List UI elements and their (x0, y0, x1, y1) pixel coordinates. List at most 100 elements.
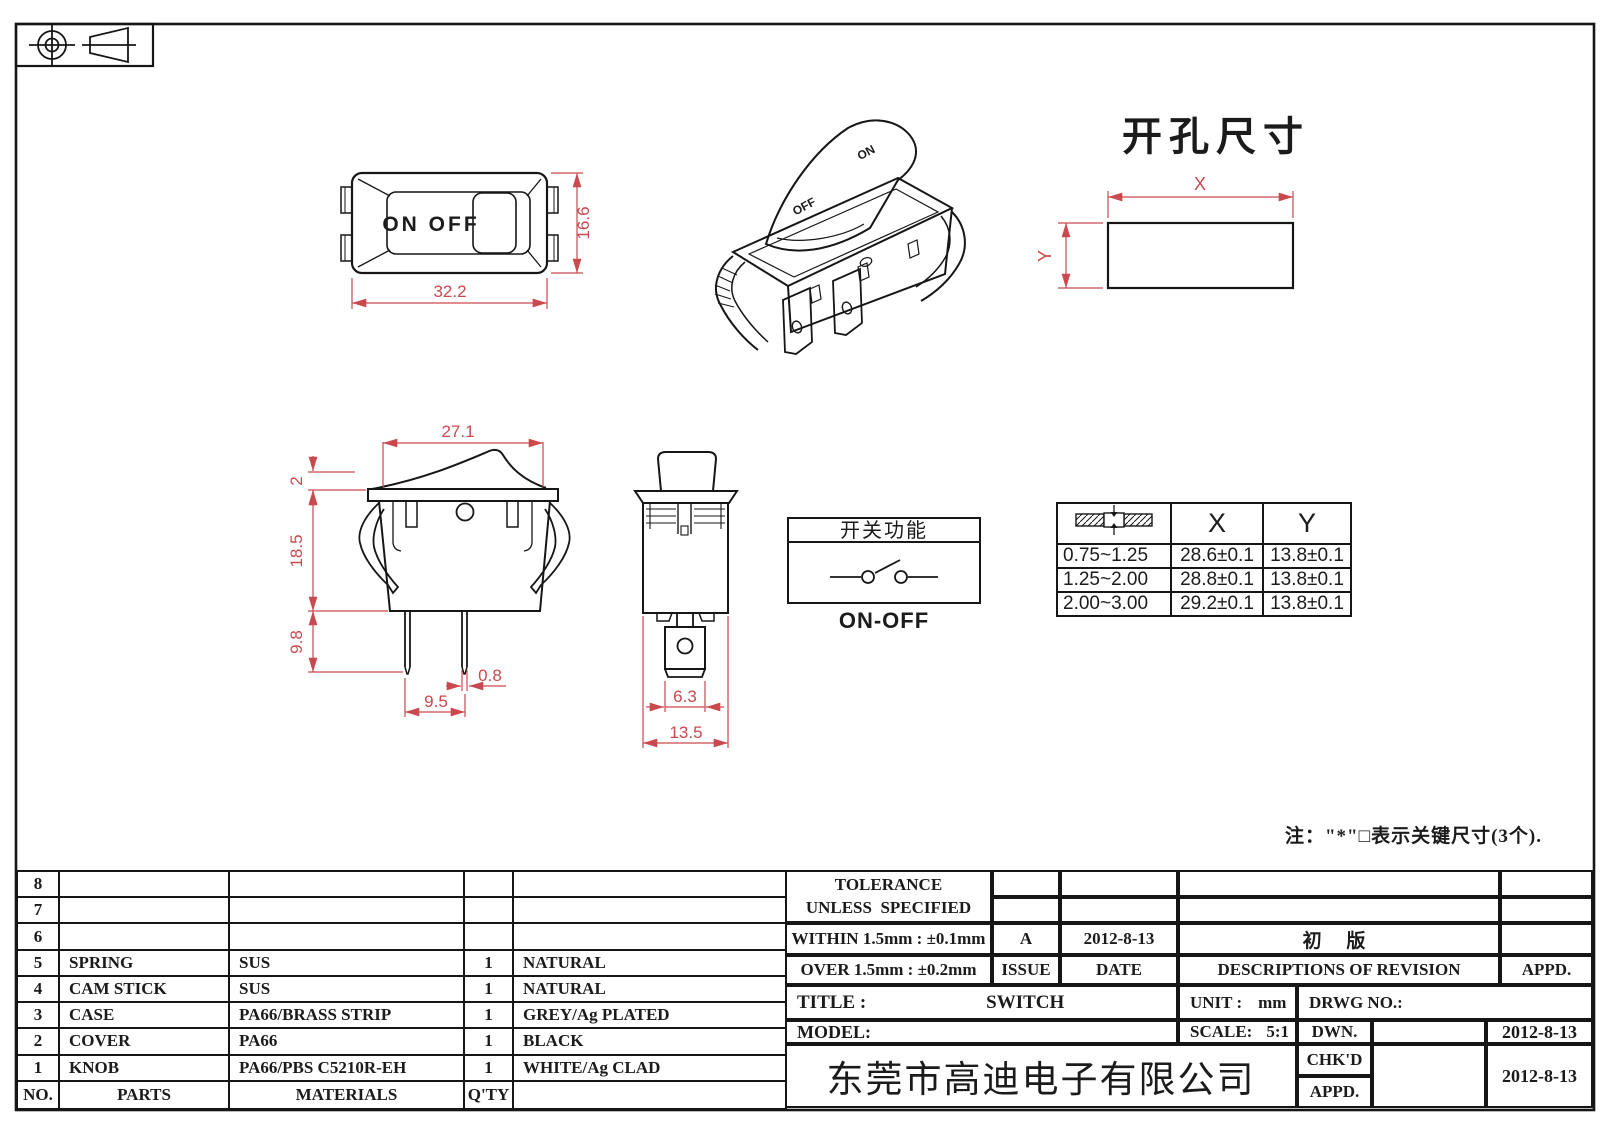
part-no: 5 (16, 948, 60, 977)
revision-empty-cell (992, 897, 1060, 923)
table-row: 5 SPRING SUS 1 NATURAL (16, 948, 787, 977)
cutout-x-label: X (1194, 174, 1206, 194)
dwn-date: 2012-8-13 (1486, 1020, 1593, 1044)
xy-table-header-y: Y (1262, 502, 1352, 545)
part-name (58, 922, 230, 951)
part-name: SPRING (58, 948, 230, 977)
part-no: 3 (16, 1001, 60, 1030)
front-view: 27.1 2 18.5 9.8 0.8 9.5 (287, 422, 571, 717)
part-material: PA66 (228, 1027, 465, 1056)
issue-header: ISSUE (992, 955, 1060, 985)
cutout-view: 开孔尺寸 X Y (1035, 115, 1310, 290)
chkd-date: 2012-8-13 (1486, 1044, 1593, 1108)
dim-front-body-height: 18.5 (287, 534, 306, 567)
header-finish (512, 1079, 787, 1111)
header-no: NO. (16, 1079, 60, 1111)
part-finish: BLACK (512, 1027, 787, 1056)
dim-front-rocker-width: 27.1 (441, 422, 474, 441)
dim-front-lip: 2 (287, 476, 306, 485)
table-row: 6 (16, 922, 787, 951)
xy-table-row: 1.25~2.00 28.8±0.1 13.8±0.1 (1056, 567, 1352, 593)
part-material (228, 869, 465, 899)
part-material: PA66/PBS C5210R-EH (228, 1053, 465, 1082)
chkd-label: CHK'D (1297, 1044, 1372, 1076)
xy-table-row: 2.00~3.00 29.2±0.1 13.8±0.1 (1056, 591, 1352, 617)
dwn-signature-cell (1372, 1020, 1486, 1044)
title-cell: TITLE : SWITCH (785, 985, 1178, 1020)
x-value: 28.8±0.1 (1170, 567, 1264, 593)
table-row: 3 CASE PA66/BRASS STRIP 1 GREY/Ag PLATED (16, 1001, 787, 1030)
cutout-title: 开孔尺寸 (1122, 115, 1310, 159)
dim-top-height: 16.6 (574, 206, 593, 239)
dwn-label: DWN. (1297, 1020, 1372, 1044)
table-row: 7 (16, 896, 787, 925)
function-box: 开关功能 ON-OFF (787, 517, 981, 633)
revision-empty-cell (1178, 870, 1500, 897)
iso-on-label: ON (855, 142, 877, 163)
xy-table-header-x: X (1170, 502, 1264, 545)
part-material (228, 896, 465, 925)
part-qty: 1 (463, 974, 514, 1004)
part-qty (463, 922, 514, 951)
revision-empty-cell (1500, 870, 1593, 897)
part-finish (512, 896, 787, 925)
header-parts: PARTS (58, 1079, 230, 1111)
table-row: 4 CAM STICK SUS 1 NATURAL (16, 974, 787, 1004)
panel-thickness-icon (1075, 505, 1153, 535)
revision-description: 初 版 (1178, 923, 1500, 955)
cutout-y-label: Y (1035, 250, 1055, 262)
appd-header: APPD. (1500, 955, 1593, 985)
projection-symbol-box (14, 22, 155, 68)
chkd-appd-signature-cell (1372, 1044, 1486, 1108)
y-value: 13.8±0.1 (1262, 591, 1352, 617)
dim-side-body-depth: 13.5 (669, 723, 702, 742)
part-finish (512, 922, 787, 951)
page-border (14, 22, 1596, 1112)
iso-view: ON OFF (714, 119, 966, 355)
part-name: CAM STICK (58, 974, 230, 1004)
y-value: 13.8±0.1 (1262, 543, 1352, 569)
dim-front-pin-pitch: 9.5 (424, 692, 448, 711)
part-name: KNOB (58, 1053, 230, 1082)
revision-empty-cell (1500, 897, 1593, 923)
model-cell: MODEL: (785, 1020, 1178, 1044)
part-finish: NATURAL (512, 948, 787, 977)
revision-issue-value: A (992, 923, 1060, 955)
part-material: SUS (228, 948, 465, 977)
unit-label: UNIT : (1190, 992, 1243, 1012)
part-qty: 1 (463, 948, 514, 977)
part-qty: 1 (463, 1001, 514, 1030)
part-finish: GREY/Ag PLATED (512, 1001, 787, 1030)
dim-side-terminal-width: 6.3 (673, 687, 697, 706)
part-name (58, 896, 230, 925)
part-no: 1 (16, 1053, 60, 1082)
scale-value: 5:1 (1266, 1022, 1290, 1041)
revision-empty-cell (1178, 897, 1500, 923)
part-name: COVER (58, 1027, 230, 1056)
y-value: 13.8±0.1 (1262, 567, 1352, 593)
part-no: 6 (16, 922, 60, 951)
part-qty: 1 (463, 1027, 514, 1056)
thickness-range: 2.00~3.00 (1056, 591, 1172, 617)
top-view: ON OFF 32.2 16.6 (340, 171, 593, 309)
part-no: 8 (16, 869, 60, 899)
function-box-label: ON-OFF (839, 608, 929, 633)
part-finish: NATURAL (512, 974, 787, 1004)
revision-empty-cell (1060, 897, 1178, 923)
unit-cell: UNIT : mm (1178, 985, 1297, 1020)
table-row: 8 (16, 869, 787, 899)
tolerance-line2: UNLESS SPECIFIED (805, 897, 972, 917)
part-name (58, 869, 230, 899)
panel-thickness-symbol-cell (1056, 502, 1172, 545)
part-finish: WHITE/Ag CLAD (512, 1053, 787, 1082)
tolerance-line1: TOLERANCE (834, 874, 943, 894)
revision-appd-value (1500, 923, 1593, 955)
part-qty (463, 869, 514, 899)
appd-label: APPD. (1297, 1076, 1372, 1108)
x-value: 29.2±0.1 (1170, 591, 1264, 617)
scale-cell: SCALE: 5:1 (1178, 1020, 1297, 1044)
date-header: DATE (1060, 955, 1178, 985)
revision-empty-cell (1060, 870, 1178, 897)
